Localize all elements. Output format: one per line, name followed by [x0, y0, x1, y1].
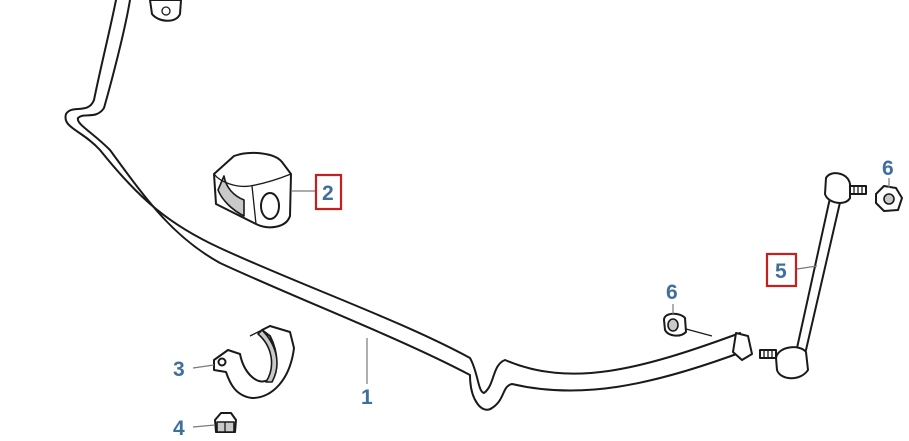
callout-1: 1 [361, 386, 373, 409]
stabilizer-link[interactable] [759, 172, 867, 380]
callout-6-right: 6 [882, 157, 894, 180]
bracket-nut[interactable] [214, 412, 237, 433]
callout-4: 4 [173, 417, 185, 440]
callout-5: 5 [775, 260, 787, 283]
highlight-box-5 [765, 252, 798, 288]
callout-3: 3 [173, 358, 185, 381]
stabilizer-bar[interactable] [64, 0, 753, 411]
link-nut-right[interactable] [875, 185, 903, 212]
callout-2: 2 [322, 182, 334, 205]
stabilizer-bushing[interactable] [213, 151, 292, 229]
bushing-bracket[interactable] [213, 325, 295, 399]
link-nut-left[interactable] [663, 312, 713, 337]
callout-6-left: 6 [666, 281, 678, 304]
leader-lines [192, 178, 890, 428]
highlight-box-2 [314, 173, 343, 211]
callout-labels: 1 2 3 4 5 6 6 [173, 157, 894, 440]
